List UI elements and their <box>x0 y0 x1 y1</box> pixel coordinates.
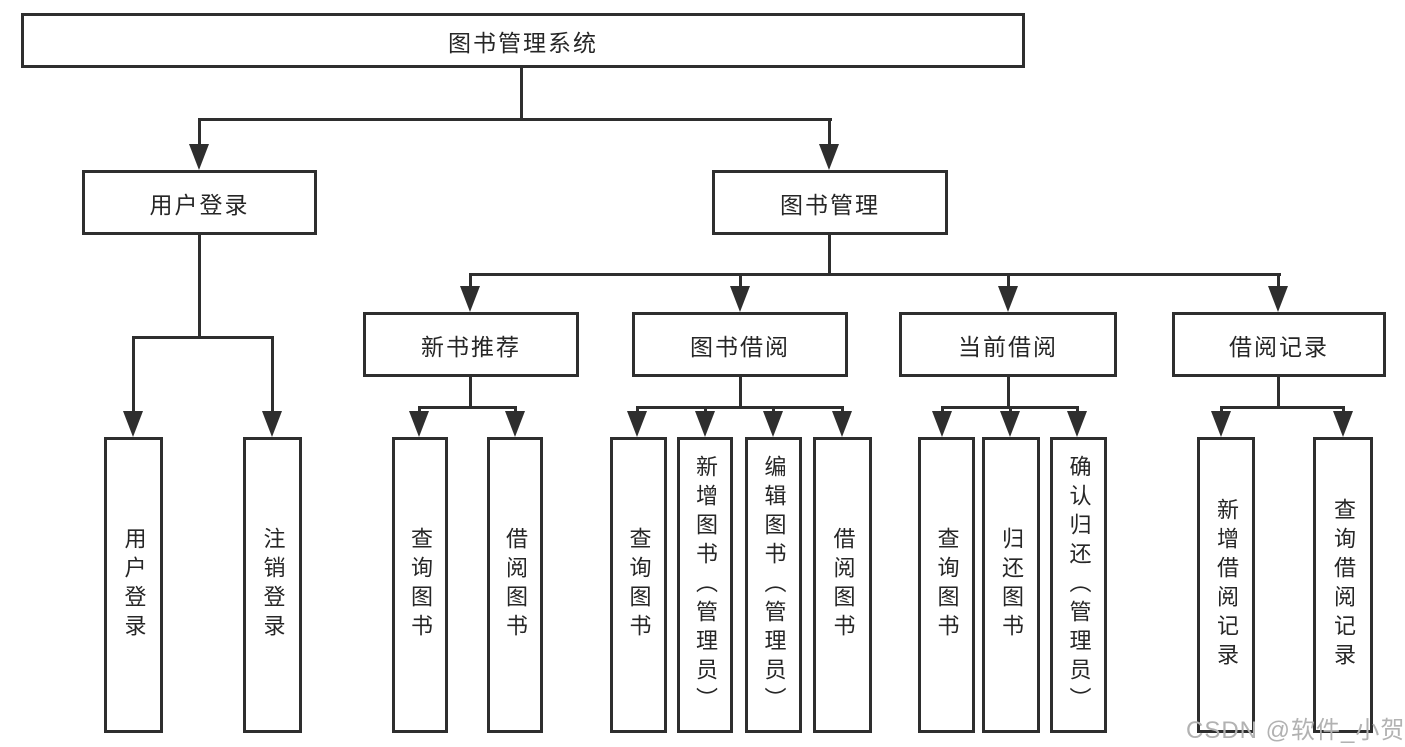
connector-stem-current-borrow <box>1007 273 1010 291</box>
arrowhead-to-query-book-1 <box>409 411 429 437</box>
leaf-label: 借阅图书 <box>503 527 528 643</box>
leaf-logout: 注销登录 <box>243 437 302 733</box>
node-borrowing-records: 借阅记录 <box>1172 312 1386 377</box>
leaf-label: 注销登录 <box>260 527 286 643</box>
leaf-label: 借阅图书 <box>830 527 856 643</box>
leaf-label: 查询借阅记录 <box>1331 498 1356 672</box>
node-label: 图书管理系统 <box>448 29 598 56</box>
connector-stem-user-login <box>198 118 201 148</box>
node-book-borrowing: 图书借阅 <box>632 312 848 377</box>
connector-root-hline <box>198 118 832 121</box>
leaf-query-book-3: 查询图书 <box>918 437 975 733</box>
connector-book-mgmt-vline <box>828 235 831 276</box>
arrowhead-to-edit-book <box>763 411 783 437</box>
leaf-confirm-return-admin: 确认归还（管理员） <box>1050 437 1107 733</box>
connector-borrow-records-vline <box>1277 377 1280 409</box>
arrowhead-to-borrow-records <box>1268 286 1288 312</box>
leaf-label: 用户登录 <box>121 527 147 643</box>
node-new-book-recommendation: 新书推荐 <box>363 312 579 377</box>
leaf-query-book-1: 查询图书 <box>392 437 448 733</box>
connector-stem-new-book <box>469 273 472 291</box>
leaf-edit-book-admin: 编辑图书（管理员） <box>745 437 802 733</box>
node-label: 图书借阅 <box>690 333 790 360</box>
connector-user-login-vline <box>198 235 201 339</box>
connector-stem-book-management <box>828 118 831 148</box>
arrowhead-to-query-book-2 <box>627 411 647 437</box>
arrowhead-to-confirm-return <box>1067 411 1087 437</box>
connector-user-login-hline <box>132 336 274 339</box>
leaf-label: 新增借阅记录 <box>1214 498 1239 672</box>
arrowhead-to-login-leaf <box>123 411 143 437</box>
leaf-return-book: 归还图书 <box>982 437 1040 733</box>
leaf-label: 编辑图书（管理员） <box>761 454 787 716</box>
leaf-label: 确认归还（管理员） <box>1066 454 1092 716</box>
arrowhead-to-borrow-book-2 <box>832 411 852 437</box>
leaf-label: 查询图书 <box>626 527 652 643</box>
node-current-borrowing: 当前借阅 <box>899 312 1117 377</box>
connector-current-borrow-vline <box>1007 377 1010 409</box>
node-label: 图书管理 <box>780 191 880 218</box>
leaf-query-book-2: 查询图书 <box>610 437 667 733</box>
arrowhead-to-borrow-book-1 <box>505 411 525 437</box>
csdn-watermark: CSDN @软件_小贺同学 <box>1186 717 1405 744</box>
leaf-add-borrow-record: 新增借阅记录 <box>1197 437 1255 733</box>
connector-borrow-records-hline <box>1220 406 1345 409</box>
connector-new-book-vline <box>469 377 472 409</box>
connector-book-borrow-vline <box>739 377 742 409</box>
node-label: 新书推荐 <box>421 333 521 360</box>
arrowhead-to-current-borrow <box>998 286 1018 312</box>
arrowhead-to-logout-leaf <box>262 411 282 437</box>
arrowhead-to-user-login <box>189 144 209 170</box>
connector-book-mgmt-hline <box>469 273 1281 276</box>
connector-stem-book-borrow <box>739 273 742 291</box>
node-label: 借阅记录 <box>1229 333 1329 360</box>
connector-book-borrow-hline <box>636 406 844 409</box>
arrowhead-to-add-book <box>695 411 715 437</box>
arrowhead-to-book-management <box>819 144 839 170</box>
leaf-borrow-book-1: 借阅图书 <box>487 437 543 733</box>
arrowhead-to-new-book <box>460 286 480 312</box>
leaf-label: 新增图书（管理员） <box>693 454 718 716</box>
leaf-query-borrow-record: 查询借阅记录 <box>1313 437 1373 733</box>
connector-stem-login-leaf <box>132 336 135 416</box>
arrowhead-to-query-book-3 <box>932 411 952 437</box>
arrowhead-to-query-borrow-record <box>1333 411 1353 437</box>
connector-root-vline <box>520 68 523 121</box>
connector-stem-borrow-records <box>1277 273 1280 291</box>
leaf-label: 归还图书 <box>999 527 1024 643</box>
leaf-label: 查询图书 <box>934 527 960 643</box>
node-root-library-management-system: 图书管理系统 <box>21 13 1025 68</box>
node-label: 用户登录 <box>149 191 250 218</box>
arrowhead-to-book-borrow <box>730 286 750 312</box>
arrowhead-to-add-borrow-record <box>1211 411 1231 437</box>
leaf-add-book-admin: 新增图书（管理员） <box>677 437 733 733</box>
node-label: 当前借阅 <box>958 333 1058 360</box>
leaf-user-login: 用户登录 <box>104 437 163 733</box>
node-book-management: 图书管理 <box>712 170 948 235</box>
connector-new-book-hline <box>418 406 517 409</box>
leaf-borrow-book-2: 借阅图书 <box>813 437 872 733</box>
leaf-label: 查询图书 <box>408 527 433 643</box>
arrowhead-to-return-book <box>1000 411 1020 437</box>
connector-stem-logout-leaf <box>271 336 274 416</box>
node-user-login: 用户登录 <box>82 170 317 235</box>
